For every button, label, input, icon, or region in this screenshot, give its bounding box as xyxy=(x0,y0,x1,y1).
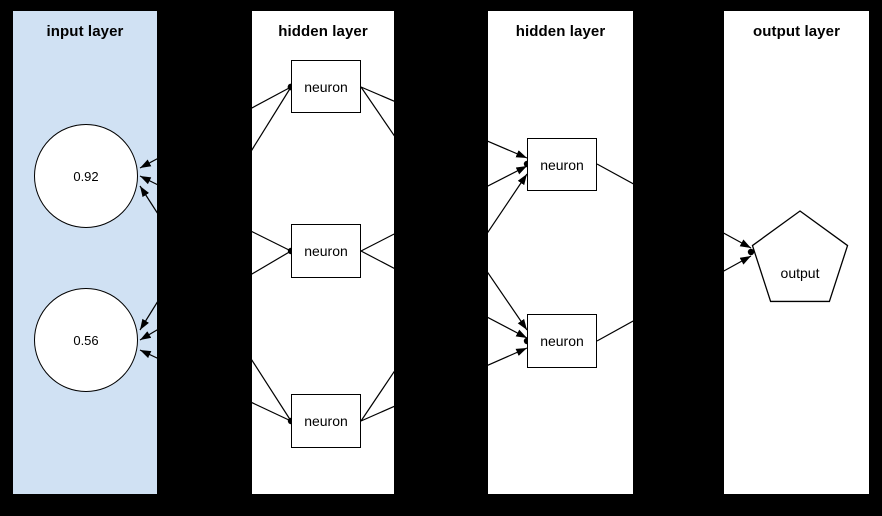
layer-panel-hidden-2: hidden layer xyxy=(487,10,634,495)
pentagon-shape xyxy=(751,210,849,303)
input-node-1[interactable]: 0.56 xyxy=(34,288,138,392)
neuron-node[interactable]: neuron xyxy=(291,224,361,278)
panel-title-hidden-2: hidden layer xyxy=(515,23,606,40)
neuron-node[interactable]: neuron xyxy=(527,138,597,191)
input-node-0[interactable]: 0.92 xyxy=(34,124,138,228)
output-node[interactable]: output xyxy=(748,209,852,313)
layer-panel-input: input layer xyxy=(12,10,158,495)
neuron-node[interactable]: neuron xyxy=(527,314,597,368)
output-node-label: output xyxy=(780,265,820,281)
neuron-node[interactable]: neuron xyxy=(291,394,361,448)
panel-title-output: output layer xyxy=(752,23,841,40)
neuron-node[interactable]: neuron xyxy=(291,60,361,113)
panel-title-input: input layer xyxy=(46,23,124,40)
panel-title-hidden-1: hidden layer xyxy=(278,23,368,40)
